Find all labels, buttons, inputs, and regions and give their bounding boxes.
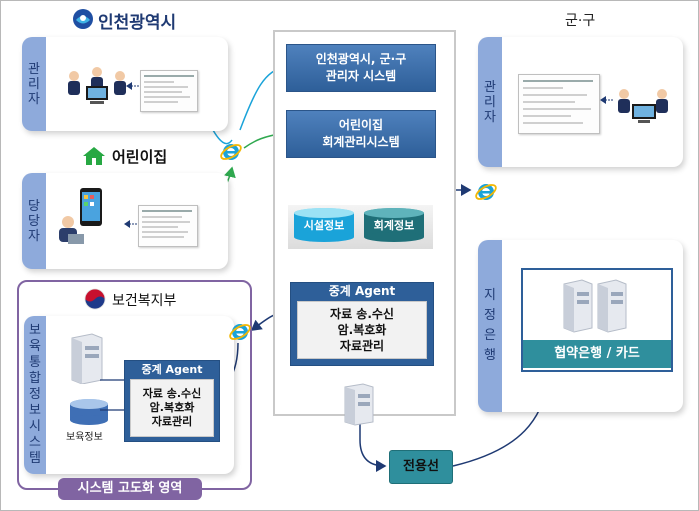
staff-label-char: 당: [28, 213, 40, 229]
agent-line: 자료 송.수신: [142, 387, 202, 400]
staff-screen-thumbnail: [138, 205, 198, 247]
childcare-system-char: 합: [29, 371, 41, 386]
agent-line: 암.복호화: [149, 401, 195, 414]
server-icon: [71, 333, 103, 384]
arrow-left-icon: [124, 220, 138, 228]
arrow-left-icon: [600, 96, 614, 104]
incheon-system-line: 관리자 시스템: [325, 69, 397, 83]
admin-screen-thumbnail-right: [518, 74, 600, 134]
staff-label: 당 당 자: [22, 173, 46, 269]
incheon-system-line: 인천광역시, 군·구: [315, 52, 407, 66]
internet-explorer-icon: [220, 144, 242, 160]
database-icon: [70, 399, 108, 425]
admin-label-char: 리: [28, 76, 40, 92]
admin-label-char: 자: [28, 91, 40, 107]
connector-server-line: [359, 418, 387, 472]
childcare-system-char: 통: [29, 355, 41, 370]
incheon-emblem-icon: [73, 9, 93, 29]
connector-server-agent: [100, 379, 124, 411]
ministry-emblem-icon: [84, 288, 106, 310]
childcare-system-char: 육: [29, 339, 41, 354]
daycare-accounting-system: 어린이집 회계관리시스템: [286, 110, 436, 158]
childcare-system-char: 시: [29, 419, 41, 434]
admin-label-left: 관 리 자: [22, 37, 46, 131]
agent-line: 자료 송.수신: [330, 307, 394, 321]
relay-agent-center-title: 중계 Agent: [328, 284, 396, 298]
ministry-logo-text: 보건복지부: [112, 293, 177, 309]
childcare-info-label: 보육정보: [66, 432, 103, 443]
dedicated-line-box: 전용선: [389, 450, 453, 484]
daycare-system-line: 어린이집: [338, 118, 384, 132]
agent-line: 자료관리: [151, 415, 193, 428]
internet-explorer-icon: [475, 184, 497, 200]
childcare-system-char: 스: [29, 435, 41, 450]
server-icon: [344, 383, 374, 426]
childcare-system-label: 보 육 통 합 정 보 시 스 템: [24, 316, 46, 474]
relay-agent-left-body: 자료 송.수신 암.복호화 자료관리: [130, 379, 214, 437]
upgrade-area-badge: 시스템 고도화 영역: [58, 478, 202, 500]
bank-servers-icon: [563, 279, 627, 333]
bank-label: 지 정 은 행: [478, 240, 502, 412]
internet-explorer-icon: [229, 324, 251, 340]
daycare-logo-text: 어린이집: [112, 148, 168, 166]
incheon-logo-text: 인천광역시: [98, 13, 177, 33]
admin-label-right: 관 리 자: [478, 37, 502, 167]
bank-label-char: 지: [484, 288, 496, 303]
bank-card-label: 협약은행 / 카드: [523, 340, 671, 368]
admin-screen-thumbnail-left: [140, 70, 198, 112]
admin-label-char: 자: [484, 109, 496, 125]
admin-group-icon: [618, 89, 668, 123]
bank-label-char: 정: [484, 308, 496, 323]
admin-label-char: 관: [484, 79, 496, 95]
admin-group-icon: [68, 67, 126, 104]
agent-line: 자료관리: [339, 339, 385, 353]
admin-label-char: 리: [484, 94, 496, 110]
relay-agent-left-title: 중계 Agent: [141, 363, 203, 376]
relay-agent-left: 중계 Agent 자료 송.수신 암.복호화 자료관리: [124, 360, 220, 442]
daycare-system-line: 회계관리시스템: [322, 135, 400, 149]
childcare-system-char: 템: [29, 451, 41, 466]
bank-label-char: 행: [484, 348, 496, 363]
staff-label-char: 당: [28, 198, 40, 214]
district-label: 군·구: [565, 13, 596, 29]
staff-label-char: 자: [28, 228, 40, 244]
arrow-left-icon: [126, 82, 140, 90]
db-cylinders: [294, 208, 424, 242]
admin-label-char: 관: [28, 61, 40, 77]
db-accounting-label: 회계정보: [373, 219, 415, 232]
childcare-system-char: 정: [29, 387, 41, 402]
incheon-admin-system: 인천광역시, 군·구 관리자 시스템: [286, 44, 436, 92]
relay-agent-center: 중계 Agent 자료 송.수신 암.복호화 자료관리: [290, 282, 434, 366]
childcare-system-char: 보: [29, 323, 41, 338]
db-facility-label: 시설정보: [303, 219, 345, 232]
relay-agent-center-body: 자료 송.수신 암.복호화 자료관리: [297, 301, 427, 359]
house-icon: [83, 147, 105, 165]
staff-device-icon: [59, 188, 102, 244]
agent-line: 암.복호화: [337, 323, 387, 337]
childcare-system-char: 보: [29, 403, 41, 418]
bank-label-char: 은: [484, 328, 496, 343]
